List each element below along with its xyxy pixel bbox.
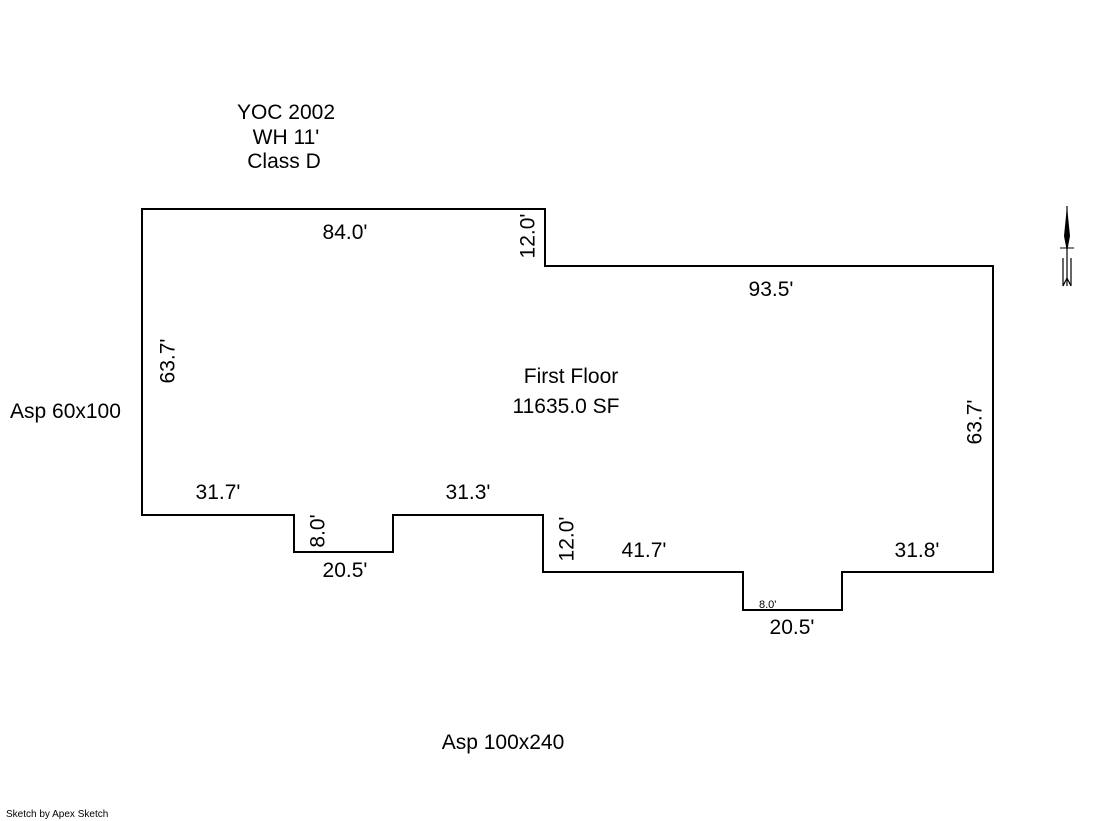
dimension-notch-1-depth: 8.0' bbox=[306, 514, 330, 548]
dimension-left-side: 63.7' bbox=[156, 338, 180, 384]
dimension-right-side: 63.7' bbox=[963, 399, 987, 445]
dimension-top-step: 12.0' bbox=[516, 213, 540, 259]
dimension-bottom-right-1: 41.7' bbox=[621, 539, 667, 562]
dimension-bottom-step: 12.0' bbox=[555, 516, 579, 562]
north-arrow-icon bbox=[1060, 206, 1074, 287]
area-label: First Floor bbox=[523, 365, 619, 388]
area-size: 11635.0 SF bbox=[512, 395, 620, 418]
wall-height-note: WH 11' bbox=[252, 126, 320, 149]
dimension-bottom-left-1: 31.7' bbox=[195, 481, 241, 504]
dimension-top-right: 93.5' bbox=[748, 278, 794, 301]
dimension-top-left: 84.0' bbox=[322, 221, 368, 244]
sketch-credit: Sketch by Apex Sketch bbox=[6, 809, 109, 820]
bottom-paving-label: Asp 100x240 bbox=[441, 731, 565, 754]
construction-class-note: Class D bbox=[247, 150, 321, 173]
dimension-bottom-right-2: 31.8' bbox=[894, 539, 940, 562]
left-paving-label: Asp 60x100 bbox=[10, 400, 121, 423]
dimension-notch-1-width: 20.5' bbox=[322, 559, 368, 582]
dimension-bottom-left-2: 31.3' bbox=[445, 481, 491, 504]
building-outline bbox=[141, 208, 994, 611]
dimension-notch-2-depth: 8.0' bbox=[759, 599, 777, 611]
year-of-construction-note: YOC 2002 bbox=[236, 101, 336, 124]
dimension-notch-2-width: 20.5' bbox=[769, 616, 815, 639]
